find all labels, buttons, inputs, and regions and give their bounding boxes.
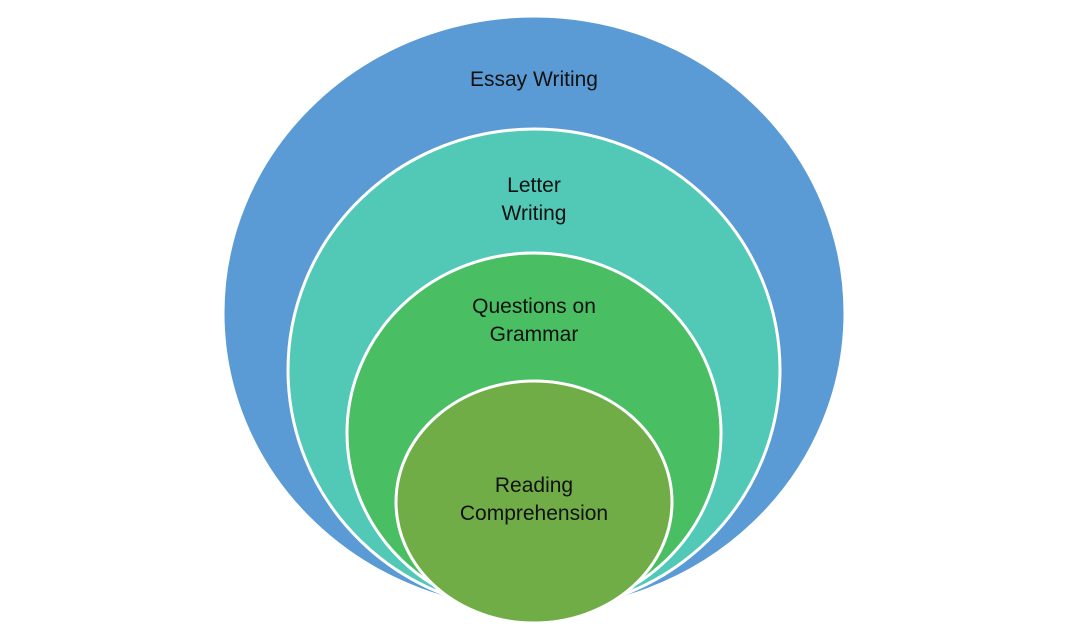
label-line: Writing — [501, 202, 567, 225]
label-essay-writing: Essay Writing — [404, 66, 664, 94]
label-letter-writing: Letter Writing — [404, 172, 664, 228]
label-line: Comprehension — [459, 502, 609, 525]
label-line: Questions on — [472, 295, 596, 318]
label-line: Essay Writing — [470, 68, 598, 91]
label-line: Reading — [494, 474, 574, 497]
label-line: Letter — [507, 174, 561, 197]
circle-reading-comprehension — [394, 379, 674, 625]
label-reading-comprehension: Reading Comprehension — [404, 472, 664, 528]
label-line: Grammar — [489, 323, 579, 346]
label-questions-on-grammar: Questions on Grammar — [404, 293, 664, 349]
